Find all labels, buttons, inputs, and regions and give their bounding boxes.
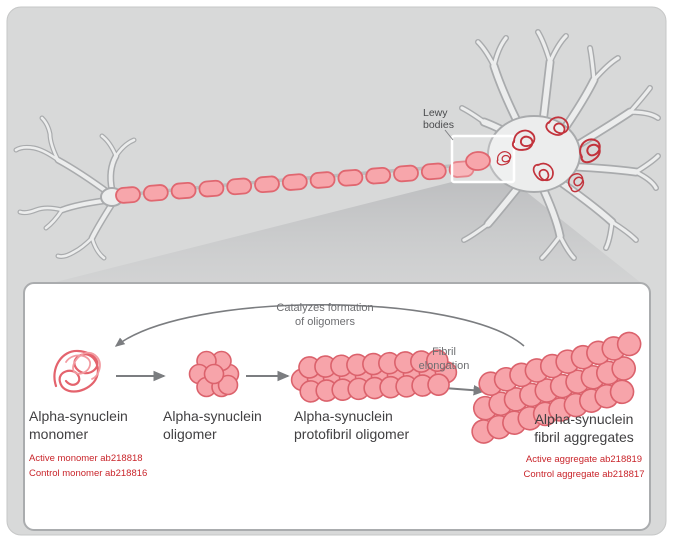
- oligomer-cluster: [188, 350, 240, 398]
- stage-oligomer-line1: Alpha-synuclein: [163, 408, 262, 424]
- catalyzes-line2: of oligomers: [295, 316, 355, 329]
- stage-fibril-label: Alpha-synuclein fibril aggregates: [506, 410, 662, 446]
- soma-branches: [459, 29, 661, 261]
- elongation-line2: elongation: [418, 360, 470, 373]
- stage-oligomer-label: Alpha-synuclein oligomer: [163, 407, 293, 443]
- monomer-control-label: Control monomer ab218816: [29, 467, 148, 479]
- catalyzes-line1: Catalyzes formation: [276, 302, 374, 314]
- stage-protofibril-line2: protofibril oligomer: [294, 426, 410, 443]
- stage-fibril-line2: fibril aggregates: [534, 429, 634, 446]
- lewy-leader-line: [444, 129, 454, 141]
- fibril-active-label: Active aggregate ab218819: [525, 454, 643, 465]
- stage-monomer-label: Alpha-synuclein monomer: [29, 407, 179, 443]
- stage-monomer-line2: monomer: [29, 426, 89, 443]
- fibril-control-label: Control aggregate ab218817: [523, 468, 645, 480]
- cycle-arrow: [114, 303, 525, 347]
- stage-monomer-sublabels: Active monomer ab218818 Control monomer …: [29, 452, 199, 481]
- stage-fibril-line1: Alpha-synuclein: [534, 411, 634, 427]
- stage-oligomer-line2: oligomer: [163, 426, 217, 443]
- stage-protofibril-line1: Alpha-synuclein: [294, 408, 393, 424]
- monomer-squiggle: [53, 349, 101, 393]
- detail-panel: [23, 282, 651, 531]
- elongation-line1: Fibril: [432, 346, 456, 358]
- zoom-wedge: [24, 182, 650, 290]
- stage-protofibril-label: Alpha-synuclein protofibril oligomer: [294, 407, 464, 443]
- lewy-bodies-label: Lewy bodies: [423, 107, 454, 132]
- axon-terminal: [465, 151, 491, 171]
- arrow-protofibril-to-fibril: [443, 384, 486, 396]
- stage-monomer-line1: Alpha-synuclein: [29, 408, 128, 424]
- stage-fibril-sublabels: Active aggregate ab218819 Control aggreg…: [506, 453, 662, 482]
- monomer-active-label: Active monomer ab218818: [29, 453, 143, 464]
- catalyzes-label: Catalyzes formation of oligomers: [245, 301, 405, 330]
- fibril-elongation-label: Fibril elongation: [405, 345, 483, 374]
